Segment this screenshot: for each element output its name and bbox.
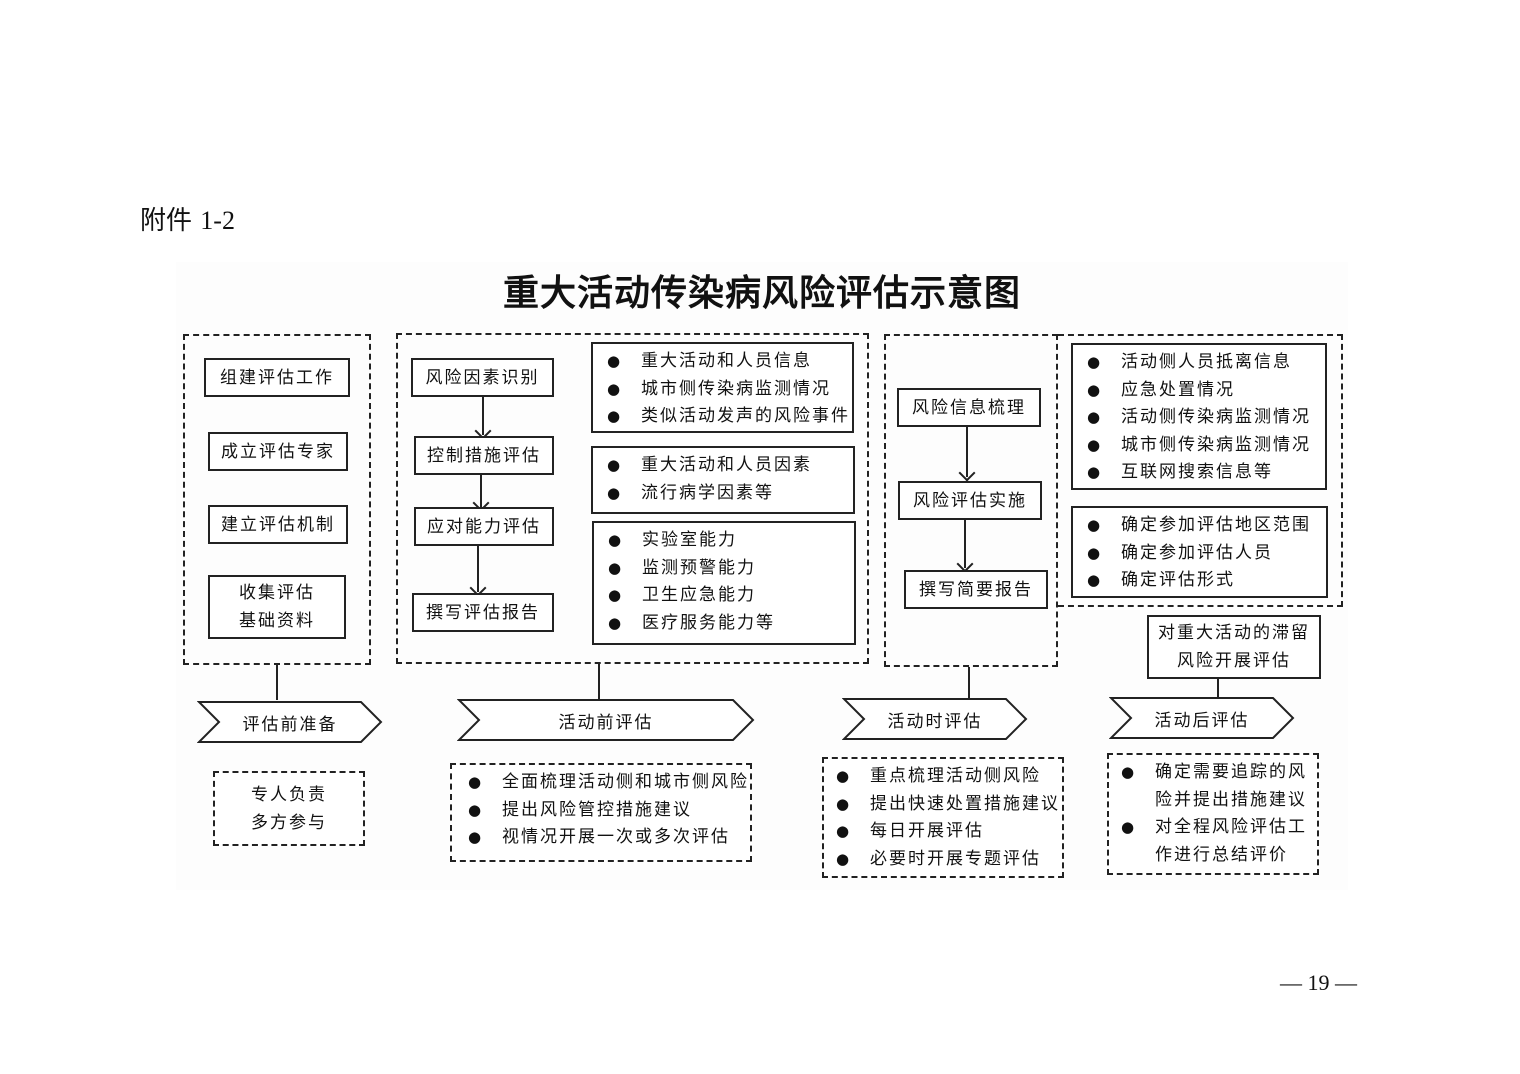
pre-stage-chevron: 活动前评估	[457, 698, 755, 742]
list-item: 重大活动和人员因素	[607, 452, 853, 480]
pre-arrow-1	[482, 397, 484, 435]
prep-note: 专人负责 多方参与	[213, 771, 365, 846]
attachment-number: 1-2	[200, 206, 235, 235]
list-item: 确定评估形式	[1087, 567, 1326, 595]
during-detail-1: 活动侧人员抵离信息 应急处置情况 活动侧传染病监测情况 城市侧传染病监测情况 互…	[1071, 343, 1327, 490]
attachment-label: 附件 1-2	[140, 200, 235, 237]
list-item: 医疗服务能力等	[608, 610, 854, 638]
prep-step-2: 成立评估专家	[208, 432, 348, 471]
prep-step-3: 建立评估机制	[208, 505, 348, 544]
list-item: 重大活动和人员信息	[607, 348, 852, 376]
list-item: 重点梳理活动侧风险	[836, 763, 1062, 791]
prep-stage-label: 评估前准备	[242, 714, 338, 735]
attachment-word: 附件	[140, 206, 193, 236]
pre-connector	[598, 664, 600, 700]
post-box: 对重大活动的滞留 风险开展评估	[1147, 615, 1321, 679]
page-number: — 19 —	[1280, 970, 1357, 995]
during-detail-2: 确定参加评估地区范围 确定参加评估人员 确定评估形式	[1071, 506, 1328, 598]
during-arrow-1	[966, 427, 968, 477]
prep-group	[183, 334, 371, 665]
list-item: 确定参加评估地区范围	[1087, 512, 1326, 540]
list-item: 提出快速处置措施建议	[836, 791, 1062, 819]
list-item: 对全程风险评估工作进行总结评价	[1121, 814, 1307, 869]
during-step-1: 风险信息梳理	[897, 388, 1041, 427]
list-item: 活动侧人员抵离信息	[1087, 349, 1325, 377]
list-item: 全面梳理活动侧和城市侧风险	[468, 769, 750, 797]
pre-detail-2: 重大活动和人员因素 流行病学因素等	[591, 446, 855, 514]
list-item: 互联网搜索信息等	[1087, 459, 1325, 487]
list-item: 必要时开展专题评估	[836, 846, 1062, 874]
pre-stage-label: 活动前评估	[558, 712, 654, 733]
list-item: 流行病学因素等	[607, 480, 853, 508]
pre-detail-1: 重大活动和人员信息 城市侧传染病监测情况 类似活动发声的风险事件	[591, 342, 854, 433]
list-item: 每日开展评估	[836, 818, 1062, 846]
during-stage-label: 活动时评估	[887, 711, 983, 732]
pre-arrow-3	[477, 546, 479, 592]
list-item: 活动侧传染病监测情况	[1087, 404, 1325, 432]
pre-step-1: 风险因素识别	[411, 358, 554, 397]
during-connector	[968, 667, 970, 699]
prep-connector	[276, 665, 278, 700]
pre-notes: 全面梳理活动侧和城市侧风险 提出风险管控措施建议 视情况开展一次或多次评估	[450, 763, 752, 862]
pre-detail-3: 实验室能力 监测预警能力 卫生应急能力 医疗服务能力等	[592, 521, 856, 645]
list-item: 实验室能力	[608, 527, 854, 555]
list-item: 应急处置情况	[1087, 377, 1325, 405]
list-item: 城市侧传染病监测情况	[1087, 432, 1325, 460]
list-item: 城市侧传染病监测情况	[607, 376, 852, 404]
pre-step-3: 应对能力评估	[414, 507, 554, 546]
pre-step-4: 撰写评估报告	[412, 593, 554, 632]
during-step-2: 风险评估实施	[898, 481, 1042, 520]
during-group	[884, 334, 1058, 667]
during-step-3: 撰写简要报告	[904, 570, 1048, 609]
post-notes: 确定需要追踪的风险并提出措施建议 对全程风险评估工作进行总结评价	[1107, 753, 1319, 875]
diagram-title: 重大活动传染病风险评估示意图	[502, 273, 1021, 314]
during-detail-group	[1058, 334, 1343, 607]
pre-group	[396, 333, 869, 664]
prep-step-1: 组建评估工作	[204, 358, 350, 397]
list-item: 确定参加评估人员	[1087, 540, 1326, 568]
list-item: 确定需要追踪的风险并提出措施建议	[1121, 759, 1307, 814]
list-item: 监测预警能力	[608, 555, 854, 583]
prep-stage-chevron: 评估前准备	[197, 700, 383, 744]
post-stage-label: 活动后评估	[1154, 710, 1250, 731]
list-item: 类似活动发声的风险事件	[607, 403, 852, 431]
during-arrow-2	[964, 520, 966, 568]
post-connector	[1217, 679, 1219, 698]
prep-step-4: 收集评估 基础资料	[208, 575, 346, 639]
list-item: 提出风险管控措施建议	[468, 797, 750, 825]
post-stage-chevron: 活动后评估	[1109, 696, 1295, 740]
during-stage-chevron: 活动时评估	[842, 697, 1028, 741]
pre-arrow-2	[480, 475, 482, 507]
list-item: 卫生应急能力	[608, 582, 854, 610]
list-item: 视情况开展一次或多次评估	[468, 824, 750, 852]
pre-step-2: 控制措施评估	[414, 436, 554, 475]
during-notes: 重点梳理活动侧风险 提出快速处置措施建议 每日开展评估 必要时开展专题评估	[822, 757, 1064, 878]
